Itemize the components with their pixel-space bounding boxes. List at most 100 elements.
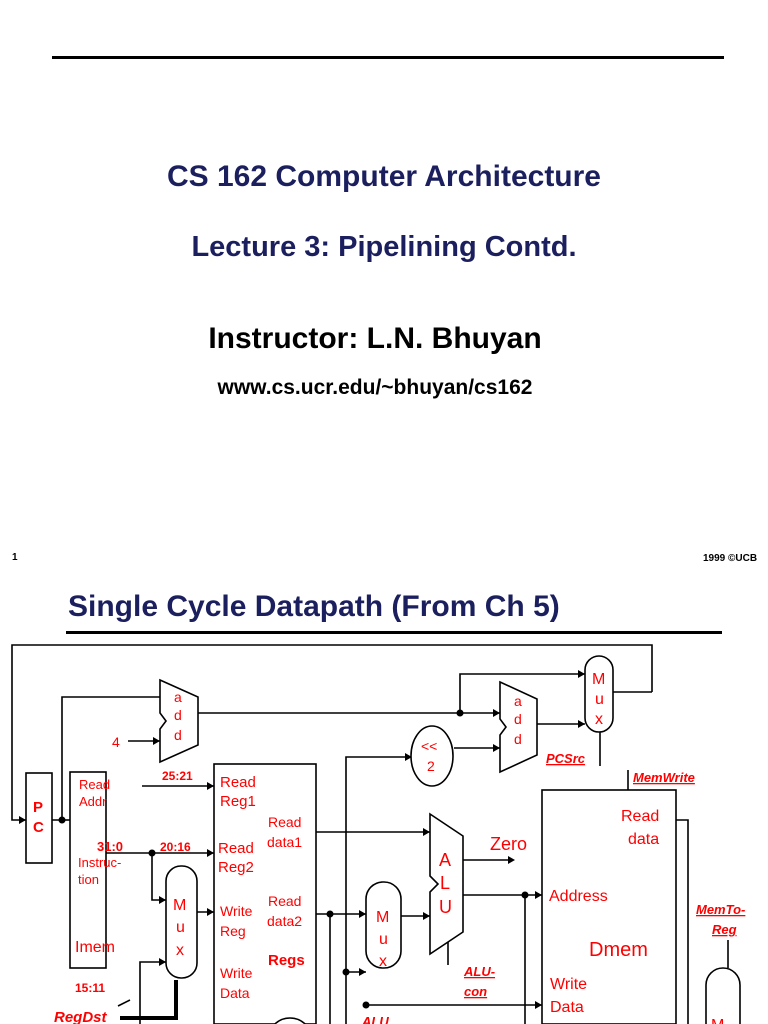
slide2-title: Single Cycle Datapath (From Ch 5) <box>68 590 560 623</box>
imem-label: Imem <box>75 939 115 956</box>
arrowhead <box>159 958 166 966</box>
alusrc-mux <box>365 881 402 969</box>
add1-d1: d <box>174 707 182 723</box>
slide1-title: CS 162 Computer Architecture <box>166 160 601 193</box>
adder-2 <box>499 680 538 774</box>
alu-l: L <box>440 873 450 893</box>
regdst-label: RegDst <box>54 1009 108 1024</box>
regmux-x: x <box>176 942 184 959</box>
slide2-title-rule <box>66 631 722 634</box>
alumux-m: M <box>376 909 389 926</box>
add2-a: a <box>514 693 522 709</box>
pc-register <box>25 772 53 864</box>
copyright: 1999 ©UCB <box>703 553 758 564</box>
write-reg-b: Reg <box>220 923 246 939</box>
arrowhead <box>493 709 500 717</box>
regdst-tick <box>117 999 131 1007</box>
arrowhead <box>423 912 430 920</box>
arrowhead <box>423 828 430 836</box>
junction-dot <box>342 968 350 976</box>
zero-label: Zero <box>490 834 527 854</box>
junction-dot <box>58 816 66 824</box>
adder-1 <box>159 678 199 764</box>
shift-left-2 <box>410 725 454 787</box>
pc-to-add-wire <box>52 696 160 821</box>
bits-31-0-label: 31:0 <box>97 839 123 854</box>
junction-dot <box>521 891 529 899</box>
dmem-label: Dmem <box>589 939 648 961</box>
arrowhead <box>493 744 500 752</box>
slide1-url: www.cs.ucr.edu/~bhuyan/cs162 <box>217 376 533 399</box>
junction-dot <box>362 1001 370 1009</box>
read-reg1-b: Reg1 <box>220 793 256 810</box>
read-data1-b: data1 <box>267 834 302 850</box>
read-data2-b: data2 <box>267 913 302 929</box>
alumux-x: x <box>379 953 387 970</box>
memwrite-label: MemWrite <box>633 770 695 785</box>
write-reg-a: Write <box>220 903 253 919</box>
alu-a: A <box>439 850 451 870</box>
arrowhead <box>159 896 166 904</box>
alucon-b: con <box>464 984 487 999</box>
regdst-mux <box>165 865 198 979</box>
memtoreg-a: MemTo- <box>696 902 745 917</box>
add1-d2: d <box>174 727 182 743</box>
arrowhead <box>19 816 26 824</box>
alu-u: U <box>439 897 452 917</box>
imem-box <box>69 771 107 969</box>
arrowhead <box>207 782 214 790</box>
junction-dot <box>148 849 156 857</box>
arrowhead <box>535 891 542 899</box>
alucon-a: ALU- <box>463 964 495 979</box>
address-label: Address <box>549 888 608 905</box>
regmux-u: u <box>176 919 185 936</box>
pcsrc-label: PCSrc <box>546 751 586 766</box>
arrowhead <box>359 910 366 918</box>
page-number: 1 <box>12 552 18 563</box>
write-data-a: Write <box>220 965 253 981</box>
dmem-read-a: Read <box>621 808 659 825</box>
pc-mux <box>584 655 614 733</box>
arrowhead <box>578 720 585 728</box>
add2-d1: d <box>514 711 522 727</box>
pc-label-c: C <box>33 819 44 836</box>
slide1-subtitle: Lecture 3: Pipelining Contd. <box>191 231 577 263</box>
bits-25-21-label: 25:21 <box>162 769 193 783</box>
add1-a: a <box>174 689 182 705</box>
junction-dot <box>456 709 464 717</box>
pcmux-u: u <box>595 691 604 708</box>
read-reg2-a: Read <box>218 840 254 857</box>
pc-feedback-wire <box>11 644 653 821</box>
arrowhead <box>207 908 214 916</box>
pc-label-p: P <box>33 799 43 816</box>
slide1-top-rule <box>52 56 724 59</box>
junction-dot <box>326 910 334 918</box>
memtoreg-mux <box>705 967 741 1024</box>
regs-label: Regs <box>268 952 305 969</box>
sign-extend-unit <box>273 1017 307 1024</box>
alu-shape <box>429 812 464 956</box>
bits-15-11-label: 15:11 <box>75 981 105 995</box>
slide1-instructor: Instructor: L.N. Bhuyan <box>208 322 542 355</box>
dmem-box <box>541 789 677 1024</box>
dmem-read-data-wire <box>676 819 689 1024</box>
add2-d2: d <box>514 731 522 747</box>
write-data-b: Data <box>220 985 250 1001</box>
read-reg2-b: Reg2 <box>218 859 254 876</box>
regdst-thick-wire <box>120 980 178 1020</box>
memtoreg-mux-m: M <box>711 1017 724 1024</box>
shift-label: << <box>421 738 437 754</box>
pcmux-x: x <box>595 711 603 728</box>
read-reg1-a: Read <box>220 774 256 791</box>
imem-tion-label: tion <box>78 872 99 887</box>
add1-to-mux-wire <box>459 673 585 713</box>
arrowhead <box>405 753 412 761</box>
dmem-write-b: Data <box>550 999 584 1016</box>
arrowhead <box>153 737 160 745</box>
shift-label-2: 2 <box>427 758 435 774</box>
imem-addr-label: Addr <box>79 794 107 809</box>
imem-instr-label: Instruc- <box>78 855 121 870</box>
bits-20-16-label: 20:16 <box>160 840 191 854</box>
arrowhead <box>508 856 515 864</box>
